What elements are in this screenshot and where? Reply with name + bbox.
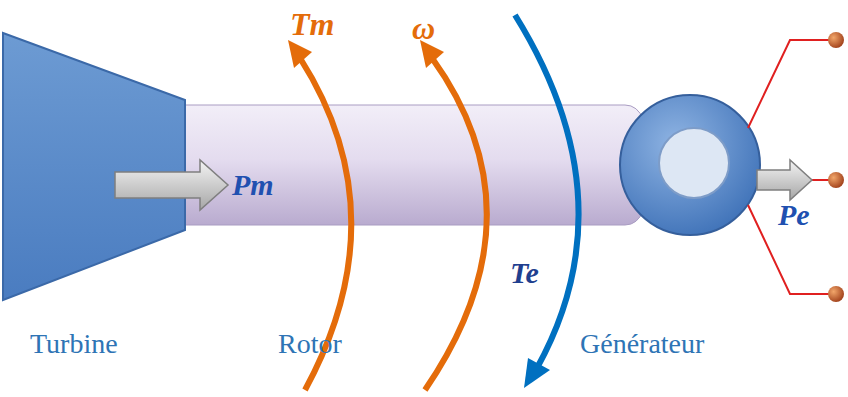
terminal-dot <box>828 172 844 188</box>
arrowhead <box>420 40 444 68</box>
power-symbol: Pe <box>778 200 810 230</box>
torque-symbol: Tm <box>290 8 334 40</box>
output-wire <box>748 40 830 128</box>
part-name: Rotor <box>278 330 342 358</box>
part-name: Turbine <box>30 330 118 358</box>
terminal-dot <box>828 32 844 48</box>
electrical-power-arrow <box>757 160 812 200</box>
speed-symbol: ω <box>412 12 435 44</box>
generator-rotor <box>659 128 729 198</box>
arrowhead <box>524 358 550 388</box>
torque-arc <box>515 15 579 368</box>
generator-stator <box>620 95 760 235</box>
turbine-body <box>3 33 185 300</box>
mechanical-power-arrow <box>115 160 228 210</box>
part-name: Générateur <box>580 330 704 358</box>
power-symbol: Pm <box>232 170 274 200</box>
torque-symbol: Te <box>510 258 539 288</box>
terminal-dot <box>828 286 844 302</box>
arrowhead <box>288 40 312 68</box>
speed-arc <box>425 58 487 390</box>
